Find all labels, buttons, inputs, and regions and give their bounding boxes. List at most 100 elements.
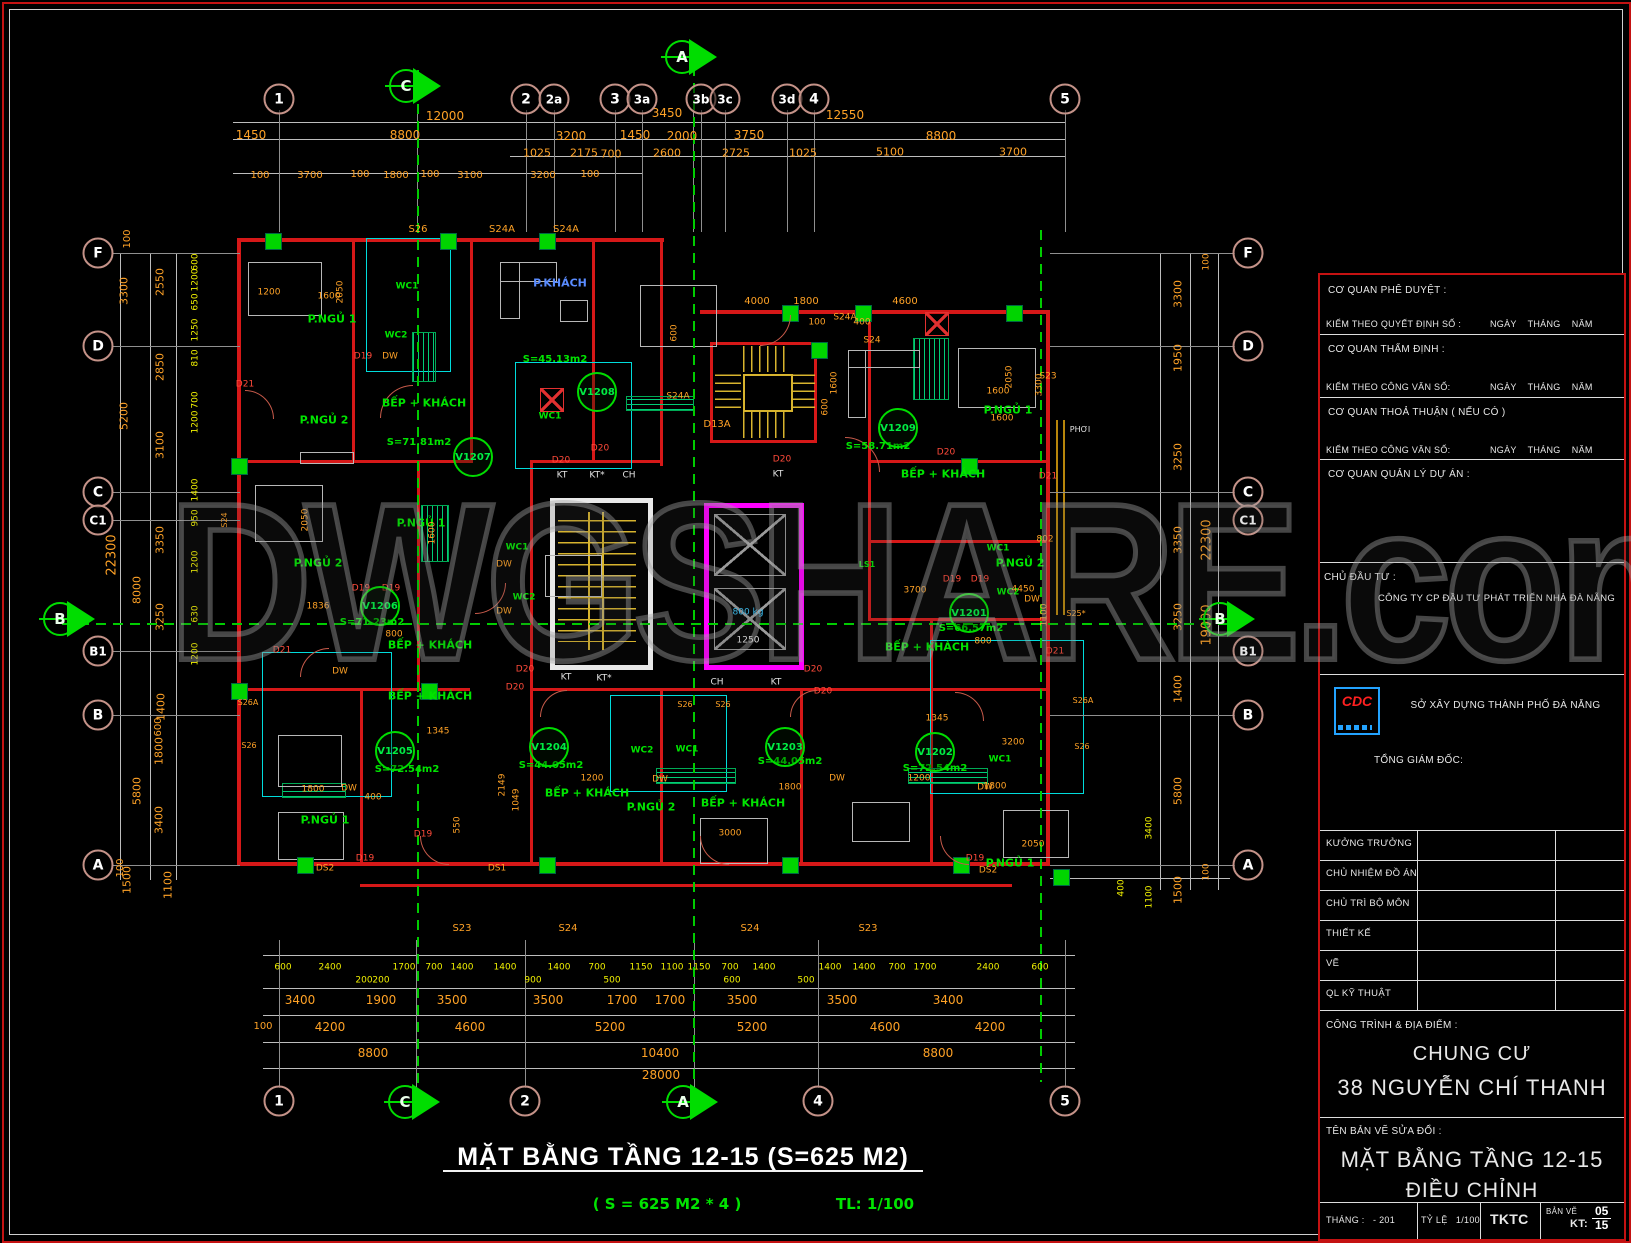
grid-bubble-A: A [1232, 849, 1264, 881]
dim-label-small: 600 [274, 962, 292, 973]
review-note-label: KIỂM THEO CÔNG VĂN SỐ: [1326, 382, 1451, 392]
dim-label: DW [341, 783, 357, 794]
grid-extension-line [279, 110, 280, 232]
room-label: BẾP + KHÁCH [900, 467, 986, 481]
dim-label: 22300 [1199, 519, 1215, 561]
wall-segment [530, 688, 1050, 691]
dim-label-small: 1150 [629, 962, 653, 973]
unit-number-V1208: V1208 [577, 372, 617, 412]
dim-label: 1950 [1171, 344, 1185, 372]
dim-label: 1025 [523, 146, 551, 160]
dim-label-small: 630 [190, 605, 201, 623]
dim-label: 2175 [570, 146, 598, 160]
room-label: P.KHÁCH [533, 276, 587, 290]
unit-number-V1201: V1201 [949, 593, 989, 633]
dimension-line [263, 1068, 1075, 1069]
dim-label: 100 [250, 170, 270, 181]
dim-label-small: 1200 [190, 410, 201, 434]
dim-label: 8800 [357, 1046, 389, 1060]
unit-number-V1205: V1205 [375, 731, 415, 771]
dim-label-small: 500 [797, 975, 815, 986]
dim-label: DW [382, 351, 398, 362]
door-label: D19 [970, 574, 990, 585]
dimension-line [1190, 253, 1191, 890]
sheet-prefix: KT: [1570, 1218, 1589, 1230]
dim-label-small: 650 [190, 293, 201, 311]
room-label: P.NGỦ 2 [995, 556, 1045, 570]
pm-org-label: CƠ QUAN QUẢN LÝ DỰ ÁN : [1328, 469, 1470, 480]
room-label: WC2 [384, 330, 408, 341]
door-label: D20 [551, 455, 571, 466]
dim-label: DW [829, 773, 845, 784]
kitchen-hatch [412, 332, 436, 382]
column-marker [1006, 305, 1023, 322]
furniture-outline [278, 735, 342, 787]
dimension-line [176, 253, 177, 880]
furniture-outline [248, 262, 322, 316]
core-label: KT [560, 672, 572, 683]
drawing-name-2: ĐIỀU CHỈNH [1405, 1179, 1539, 1202]
grid-extension-line [112, 651, 240, 652]
dimension-line [233, 139, 1065, 140]
room-label: P.NGỦ 2 [299, 413, 349, 427]
axis-dashed-line [417, 70, 419, 1085]
dim-label: 1200 [580, 773, 604, 784]
grid-extension-line [818, 940, 819, 1088]
dim-label: 8800 [925, 129, 957, 143]
dim-label: 1100 [161, 871, 175, 899]
wall-segment [660, 238, 663, 466]
column-marker [231, 458, 248, 475]
dim-label: 1800 [383, 170, 409, 181]
dim-label: 8800 [922, 1046, 954, 1060]
dim-label: 5200 [594, 1020, 626, 1034]
door-label: D20 [590, 443, 610, 454]
unit-number-V1206: V1206 [360, 586, 400, 626]
wall-segment [592, 238, 595, 463]
furniture-outline [848, 350, 866, 418]
door-label: D21 [1038, 471, 1058, 482]
axis-marker-A: A [661, 39, 717, 75]
dim-label: 2050 [1021, 839, 1045, 850]
dim-label: 2000 [666, 129, 698, 143]
agree-note-label: KIỂM THEO CÔNG VĂN SỐ: [1326, 445, 1451, 455]
project-name-1: CHUNG CƯ [1412, 1043, 1532, 1065]
core-label: PHƠI [1069, 425, 1091, 434]
grid-extension-line [112, 715, 240, 716]
door-label: D19 [355, 853, 375, 864]
wall-segment [700, 310, 1050, 314]
core-label: CH [710, 677, 724, 688]
room-label: P.NGỦ 1 [985, 856, 1035, 870]
wall-segment [237, 862, 1050, 866]
room-label: P.NGỦ 1 [396, 516, 446, 530]
dim-label: 3500 [532, 993, 564, 1007]
dim-label: 3300 [1034, 373, 1045, 397]
kitchen-hatch [421, 505, 449, 562]
dim-label: 1700 [606, 993, 638, 1007]
dim-label-small: 2400 [318, 962, 342, 973]
grid-bubble-B: B [82, 699, 114, 731]
grid-extension-line [112, 253, 240, 254]
dim-label: S26 [241, 741, 257, 750]
dim-label-small: 1700 [392, 962, 416, 973]
core-label: KT [772, 469, 784, 480]
room-label: WC1 [675, 744, 699, 755]
dim-label: 700 [600, 147, 622, 161]
unit-number-V1207: V1207 [453, 437, 493, 477]
dim-label: 3250 [153, 603, 167, 631]
shaft-symbol [925, 312, 949, 336]
dim-label: S26A [237, 698, 259, 707]
dim-label: 3700 [903, 585, 927, 596]
cdc-logo-text: CDC [1341, 693, 1373, 709]
stair-treads [558, 520, 636, 642]
wall-segment [470, 238, 473, 463]
dim-label: S26 [1074, 742, 1090, 751]
dim-label-small: 1400 [752, 962, 776, 973]
drawing-main-title: MẶT BẰNG TẦNG 12-15 (S=625 M2) [457, 1143, 909, 1171]
dim-label: 600 [820, 398, 831, 416]
agree-org-label: CƠ QUAN THOẢ THUẬN ( NẾU CÓ ) [1328, 407, 1506, 418]
director-label: TỔNG GIÁM ĐỐC: [1374, 755, 1464, 766]
dim-label: 3500 [826, 993, 858, 1007]
approve-date-words: NGÀY THÁNG NĂM [1490, 319, 1593, 329]
